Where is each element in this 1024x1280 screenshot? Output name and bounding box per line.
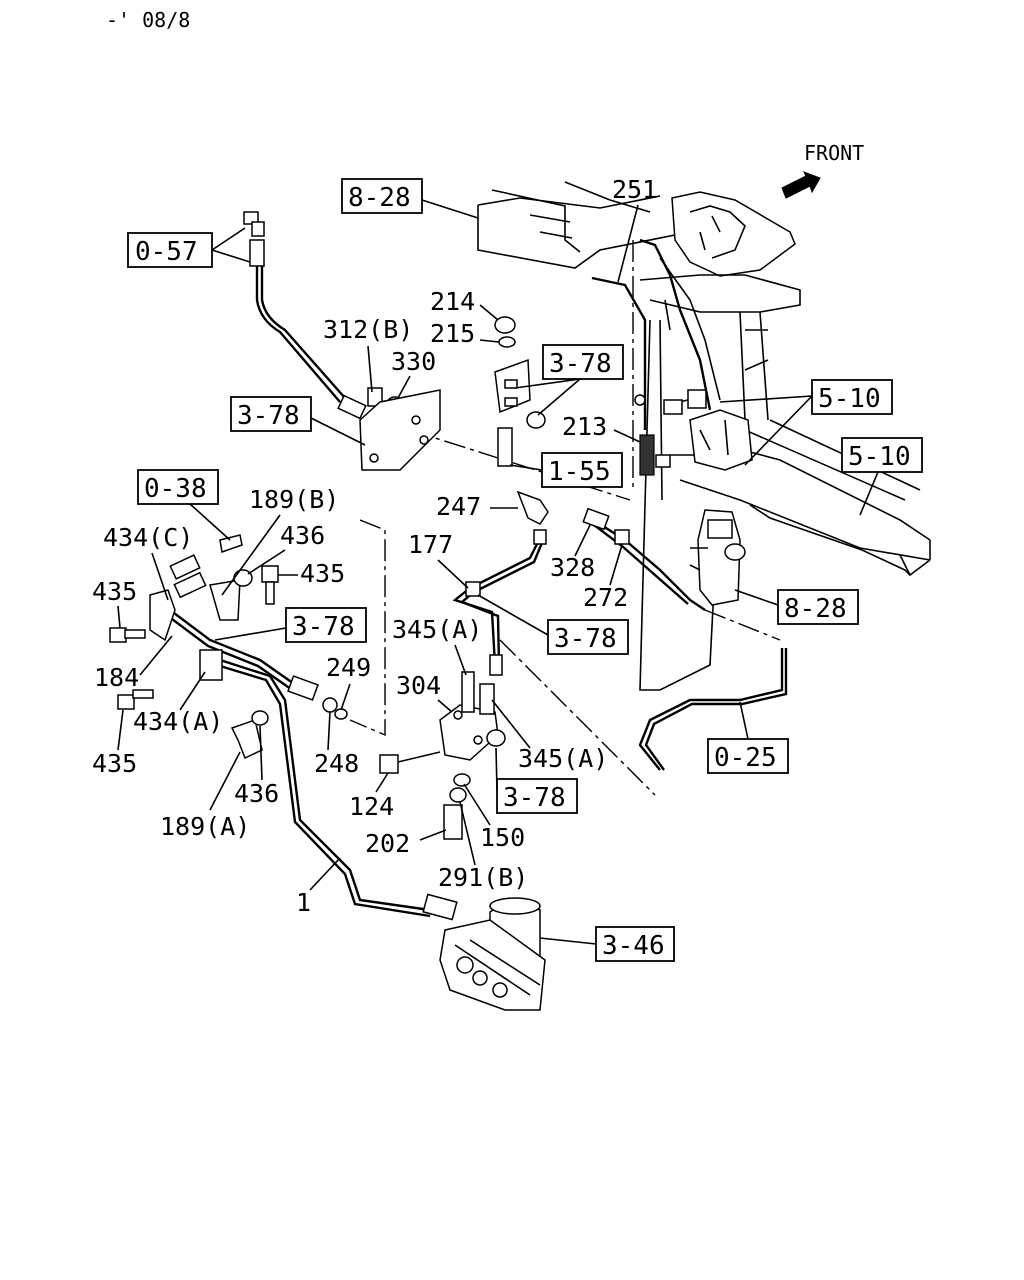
front-label: FRONT xyxy=(804,141,864,165)
ref-3-78-d: 3-78 xyxy=(477,594,629,655)
part-label-345a-top: 345(A) xyxy=(392,615,482,644)
part-label-177: 177 xyxy=(408,530,453,559)
center-bracket-parts xyxy=(494,316,546,467)
part-label-247: 247 xyxy=(436,492,481,521)
svg-text:1-55: 1-55 xyxy=(548,457,611,487)
bracket-304 xyxy=(379,654,506,840)
part-labels: 251 214 215 312(B) 330 213 247 177 328 2… xyxy=(92,175,657,917)
ref-3-78-b: 3-78 xyxy=(230,396,366,446)
svg-text:3-78: 3-78 xyxy=(549,349,612,379)
ref-3-78-a: 3-78 xyxy=(514,344,624,416)
svg-text:0-25: 0-25 xyxy=(714,743,777,773)
ref-5-10-a: 5-10 xyxy=(719,379,893,466)
valve-213 xyxy=(634,394,683,476)
svg-text:0-57: 0-57 xyxy=(135,237,198,267)
air-dryer xyxy=(422,893,546,1011)
part-label-150: 150 xyxy=(480,823,525,852)
ref-0-57: 0-57 xyxy=(127,227,251,268)
part-label-345a-bottom: 345(A) xyxy=(518,744,608,773)
part-label-251: 251 xyxy=(612,175,657,204)
part-label-330: 330 xyxy=(391,347,436,376)
part-label-249: 249 xyxy=(326,653,371,682)
bracket-plate xyxy=(359,389,441,471)
fittings-center xyxy=(516,490,630,545)
diagram-code: -' 08/8 xyxy=(106,8,190,32)
svg-text:0-38: 0-38 xyxy=(144,474,207,504)
part-label-189a: 189(A) xyxy=(160,812,250,841)
part-label-248: 248 xyxy=(314,749,359,778)
ref-1-55: 1-55 xyxy=(509,452,623,488)
part-label-312b: 312(B) xyxy=(323,315,413,344)
part-label-184: 184 xyxy=(94,663,139,692)
front-arrow-icon xyxy=(781,171,821,199)
part-label-213: 213 xyxy=(562,412,607,441)
ref-0-38: 0-38 xyxy=(137,469,231,541)
svg-text:3-46: 3-46 xyxy=(602,931,665,961)
part-label-328: 328 xyxy=(550,553,595,582)
part-label-436-bottom: 436 xyxy=(234,779,279,808)
part-label-434c: 434(C) xyxy=(103,523,193,552)
part-label-215: 215 xyxy=(430,319,475,348)
part-label-272: 272 xyxy=(583,583,628,612)
svg-text:3-78: 3-78 xyxy=(554,624,617,654)
part-label-1: 1 xyxy=(296,888,311,917)
part-label-435-right: 435 xyxy=(300,559,345,588)
part-label-202: 202 xyxy=(365,829,410,858)
svg-text:8-28: 8-28 xyxy=(348,183,411,213)
ref-8-28-top: 8-28 xyxy=(341,178,479,219)
svg-text:8-28: 8-28 xyxy=(784,594,847,624)
ref-8-28-mid: 8-28 xyxy=(734,589,859,625)
part-label-291b: 291(B) xyxy=(438,863,528,892)
part-label-435-left: 435 xyxy=(92,577,137,606)
part-label-434a: 434(A) xyxy=(133,707,223,736)
part-label-436-top: 436 xyxy=(280,521,325,550)
part-label-214: 214 xyxy=(430,287,475,316)
piping xyxy=(167,238,788,918)
ref-5-10-b: 5-10 xyxy=(841,437,923,516)
svg-text:3-78: 3-78 xyxy=(292,612,355,642)
svg-text:3-78: 3-78 xyxy=(503,783,566,813)
chassis-structure xyxy=(477,181,931,691)
svg-text:3-78: 3-78 xyxy=(237,401,300,431)
part-label-189b: 189(B) xyxy=(249,485,339,514)
svg-text:5-10: 5-10 xyxy=(848,442,911,472)
part-label-435-bottom: 435 xyxy=(92,749,137,778)
ref-3-78-e: 3-78 xyxy=(495,747,578,814)
ref-0-25: 0-25 xyxy=(707,701,789,774)
svg-text:5-10: 5-10 xyxy=(818,384,881,414)
part-label-304: 304 xyxy=(396,671,441,700)
clip-177 xyxy=(465,581,481,597)
part-label-124: 124 xyxy=(349,792,394,821)
ref-3-78-c: 3-78 xyxy=(214,607,367,643)
fittings-top-left xyxy=(243,211,404,420)
elbow-fitting-icon xyxy=(243,211,259,225)
ref-3-46: 3-46 xyxy=(539,926,675,962)
